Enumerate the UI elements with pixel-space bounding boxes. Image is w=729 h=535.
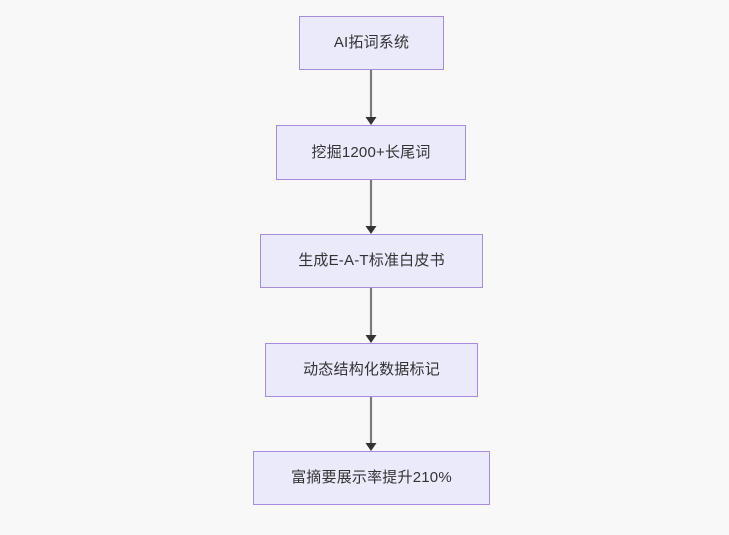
arrowhead-icon [365,226,377,234]
flow-node-label: 挖掘1200+长尾词 [311,143,431,161]
flow-node-n3[interactable]: 生成E-A-T标准白皮书 [260,234,483,288]
flow-edge [361,180,381,234]
flow-edge [361,70,381,125]
flow-node-label: 生成E-A-T标准白皮书 [298,252,445,269]
flow-node-label: 富摘要展示率提升210% [291,469,452,486]
flow-node-n1[interactable]: AI拓词系统 [299,16,444,70]
flow-edge [361,288,381,343]
flow-node-label: 动态结构化数据标记 [303,361,440,378]
arrowhead-icon [365,443,377,451]
flow-node-n5[interactable]: 富摘要展示率提升210% [253,451,490,505]
arrowhead-icon [365,117,377,125]
flow-node-n4[interactable]: 动态结构化数据标记 [265,343,478,397]
flow-node-n2[interactable]: 挖掘1200+长尾词 [276,125,466,180]
arrowhead-icon [365,335,377,343]
flow-edge [361,397,381,451]
flow-node-label: AI拓词系统 [333,34,410,51]
